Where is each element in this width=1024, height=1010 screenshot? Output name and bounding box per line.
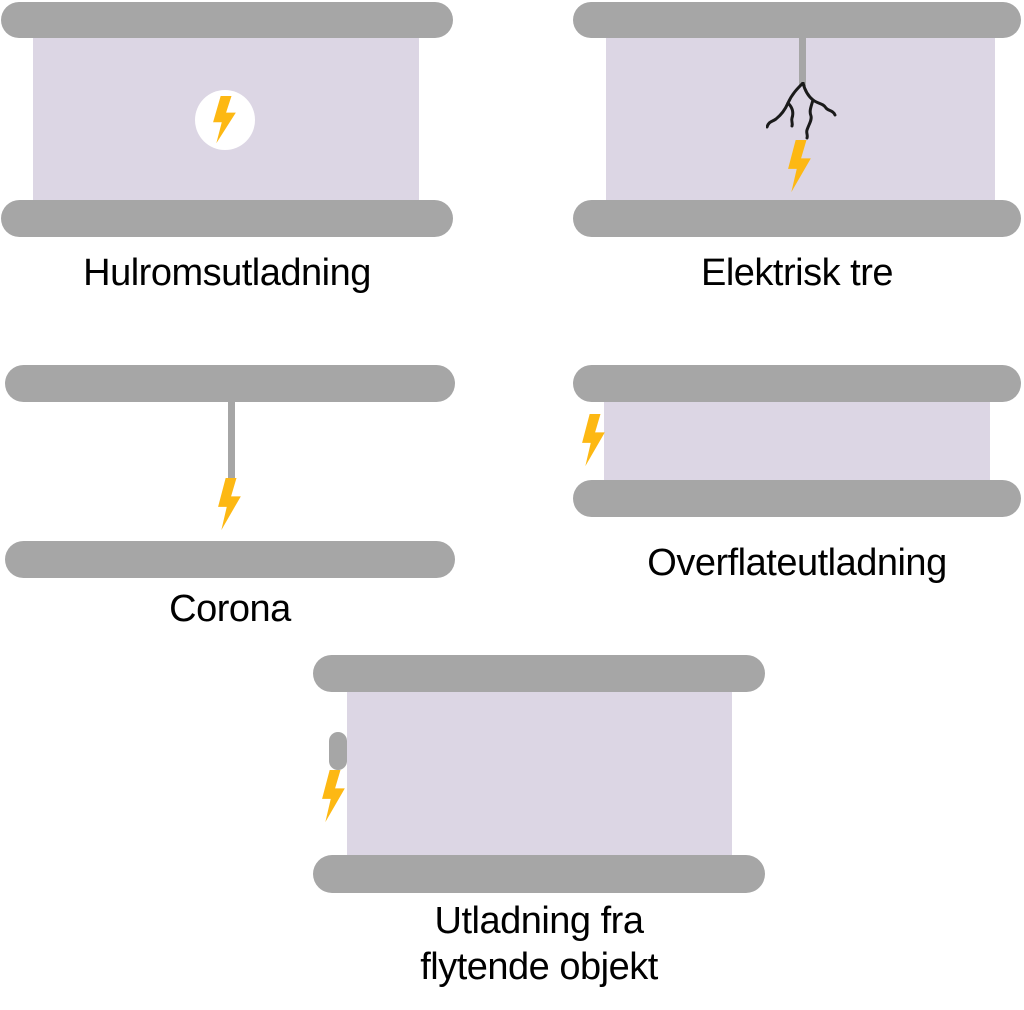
electrical-tree-icon [766,82,837,140]
lightning-bolt-icon [213,96,236,144]
lightning-bolt-icon [218,478,241,531]
top-electrode-bar [5,365,455,402]
bottom-electrode-bar [5,541,455,578]
figure-caption: Hulromsutladning [83,252,371,294]
bottom-electrode-bar [313,855,765,893]
dielectric-slab [604,402,990,480]
top-electrode-bar [573,2,1021,38]
top-electrode-bar [573,365,1021,402]
figure-caption: Corona [169,588,291,630]
figure-caption: Overflateutladning [647,542,947,584]
bottom-electrode-bar [1,200,453,237]
top-electrode-bar [313,655,765,692]
figure-caption-line-2: flytende objekt [420,946,658,988]
top-electrode-bar [1,2,453,38]
figure-caption: Elektrisk tre [701,252,893,294]
dielectric-slab [347,692,732,855]
floating-object [329,732,347,770]
lightning-bolt-icon [582,414,605,467]
needle-electrode [799,38,806,86]
bottom-electrode-bar [573,200,1021,237]
lightning-bolt-icon [788,140,811,193]
lightning-bolt-icon [322,770,345,823]
bottom-electrode-bar [573,480,1021,517]
figure-caption-line-1: Utladning fra [434,900,644,942]
needle-electrode [228,402,235,478]
